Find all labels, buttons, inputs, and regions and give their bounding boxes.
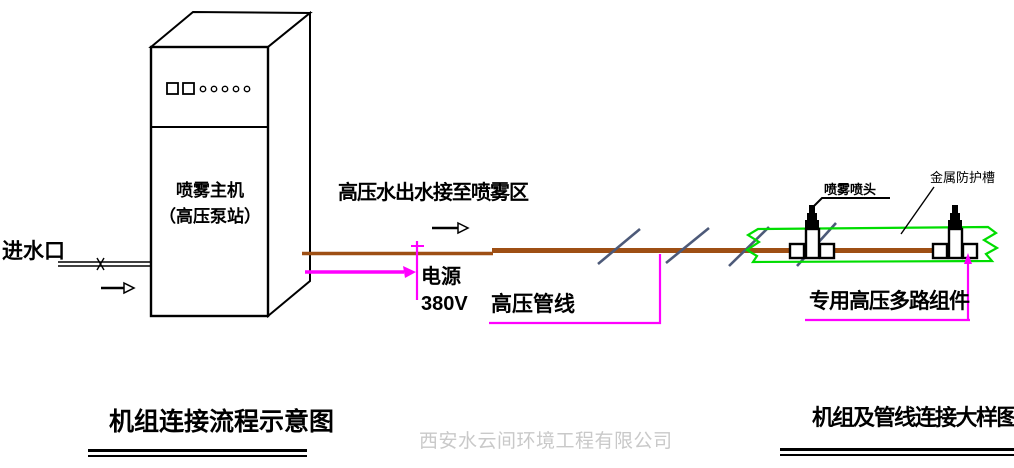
- component-arrowhead-icon: [964, 253, 972, 264]
- inlet-valve-icon: [96, 257, 105, 271]
- metal-protective-trough: [744, 225, 1000, 264]
- pump-cabinet: [148, 10, 313, 319]
- panel-switch-icon: [182, 82, 195, 95]
- water-inlet-label: 进水口: [2, 240, 65, 263]
- spray-nozzle-assembly: [931, 205, 979, 260]
- right-title-underline: [780, 448, 1014, 456]
- left-diagram-title: 机组连接流程示意图: [109, 408, 335, 436]
- right-diagram-title: 机组及管线连接大样图: [812, 405, 1014, 430]
- nozzle-label-leader: [811, 197, 890, 209]
- outlet-arrowhead-icon: [457, 221, 470, 235]
- inlet-pipe: [58, 257, 152, 295]
- outlet-description-label: 高压水出水接至喷雾区: [338, 182, 529, 204]
- high-pressure-pipeline-label: 高压管线: [491, 293, 575, 316]
- power-line-group: [305, 241, 424, 300]
- multiway-component-label: 专用高压多路组件: [809, 290, 970, 313]
- left-title-underline: [88, 449, 307, 457]
- trough-label-leader: [900, 186, 935, 235]
- spray-nozzle-label: 喷雾喷头: [824, 182, 877, 197]
- panel-switch-icon: [166, 82, 179, 95]
- power-supply-text: 电源: [421, 266, 461, 288]
- pump-host-name: 喷雾主机: [176, 181, 244, 200]
- break-mark-icon: [665, 226, 710, 265]
- pipeline-label-leader: [489, 254, 662, 325]
- spray-nozzle-assembly: [788, 205, 836, 260]
- inlet-flow-arrowhead-icon: [123, 281, 136, 295]
- cabinet-side-face: [267, 10, 311, 319]
- panel-indicator-lights: [199, 85, 251, 93]
- component-label-leader: [805, 253, 972, 322]
- power-supply-label: 电源 380V: [421, 264, 468, 318]
- outlet-flow-arrow: [432, 221, 470, 235]
- power-arrowhead-icon: [403, 266, 416, 278]
- company-watermark: 西安水云间环境工程有限公司: [419, 431, 673, 452]
- pump-host-label: 喷雾主机 （高压泵站）: [152, 178, 268, 230]
- break-mark-icon: [728, 226, 770, 267]
- break-mark-icon: [597, 228, 641, 265]
- pump-host-subname: （高压泵站）: [159, 207, 261, 226]
- metal-trough-label: 金属防护槽: [930, 170, 996, 185]
- power-supply-voltage: 380V: [421, 293, 468, 315]
